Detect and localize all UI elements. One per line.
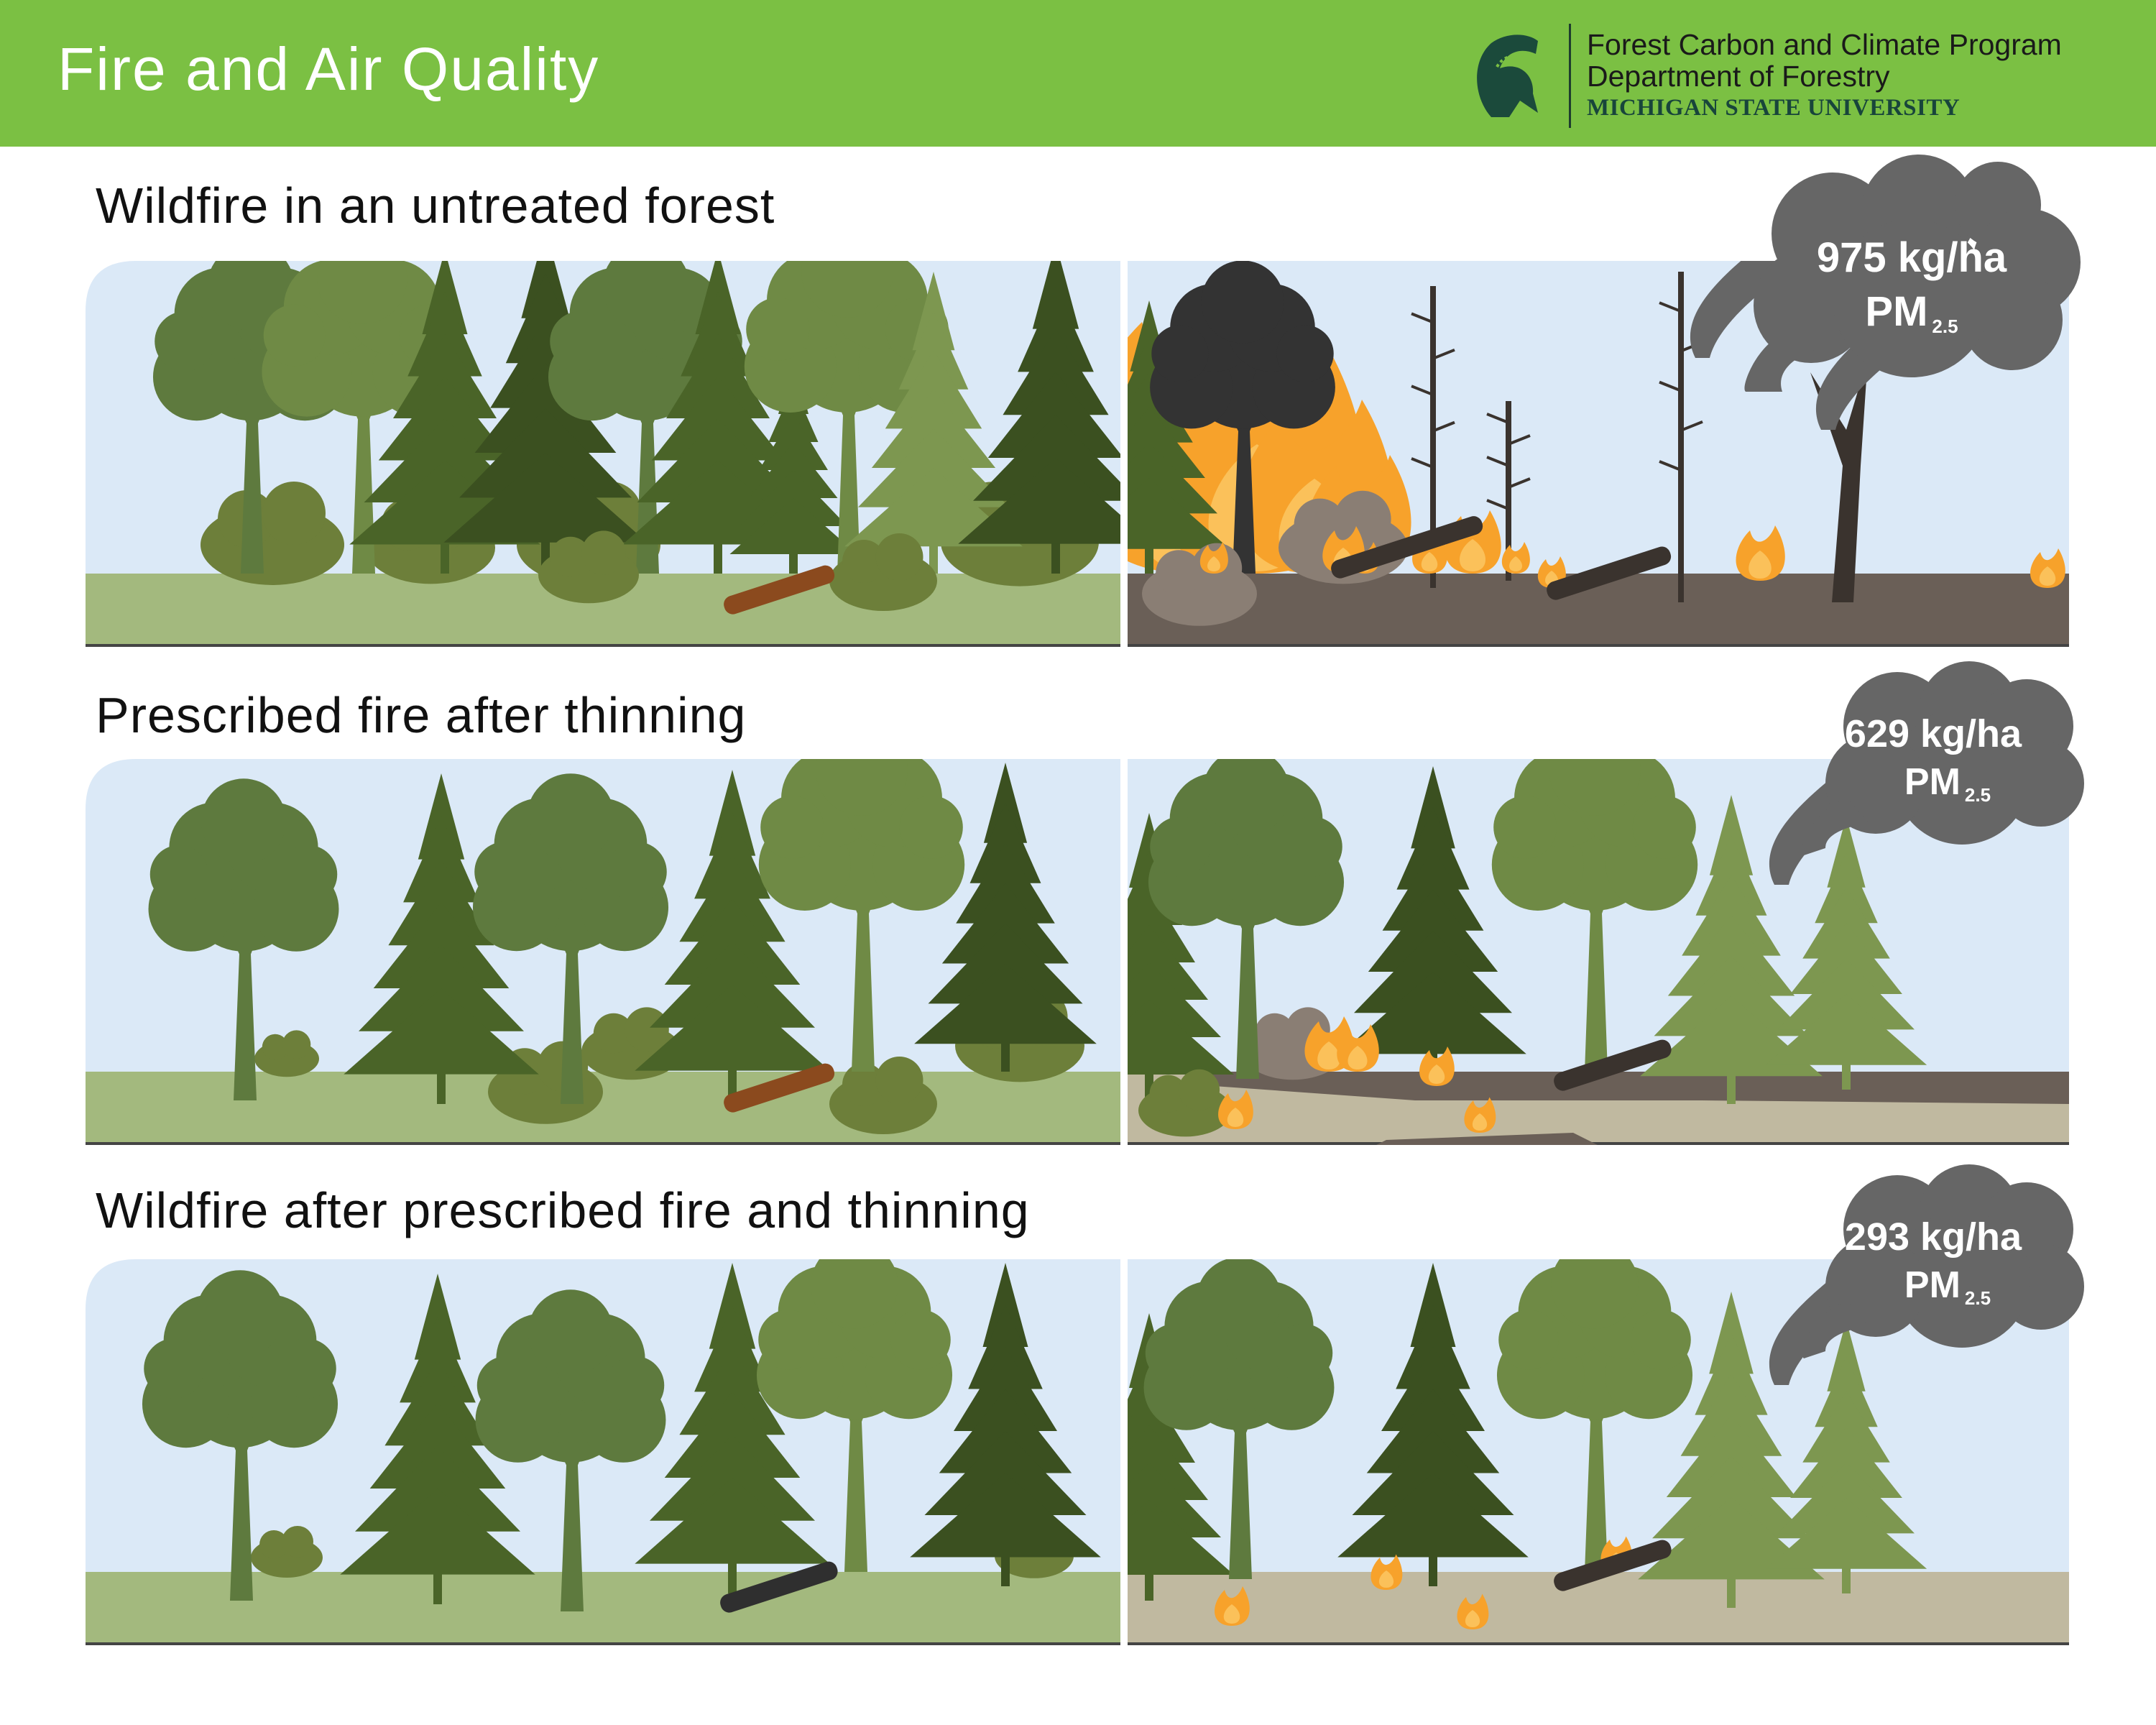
fallen-log-icon [1547, 546, 1672, 600]
pollutant-name: PM [1865, 288, 1928, 335]
forest-scene [86, 261, 1120, 647]
deciduous-tree-icon [475, 1289, 666, 1611]
page-title: Fire and Air Quality [57, 35, 600, 103]
conifer-tree-icon [1128, 813, 1234, 1100]
pollutant-name: PM [1904, 761, 1961, 803]
university-name: MICHIGAN STATE UNIVERSITY [1587, 95, 1961, 121]
conifer-tree-icon [1765, 816, 1927, 1090]
bush-icon [251, 1526, 323, 1578]
bush-icon [254, 1030, 319, 1077]
emission-value: 293 kg/ha [1844, 1215, 2022, 1259]
deciduous-tree-icon [472, 773, 669, 1104]
fallen-log-icon [720, 1561, 838, 1613]
ground [86, 1072, 1120, 1145]
fallen-log-icon [1331, 516, 1483, 579]
section-title-after-treatment: Wildfire after prescribed fire and thinn… [96, 1182, 1030, 1238]
forest-scene [86, 759, 1120, 1145]
smoke-cloud-icon [1744, 155, 2081, 392]
bush-icon [829, 533, 937, 611]
smoke-cloud-icon [1802, 1164, 2084, 1358]
dead-tree-icon [1810, 358, 1868, 602]
logo-divider [1569, 24, 1571, 128]
fallen-log-icon [724, 1063, 835, 1113]
burnt-patch [1199, 1072, 2069, 1104]
conifer-tree-icon [914, 763, 1097, 1072]
header-banner: Fire and Air Quality Forest Carbon and C… [0, 0, 2156, 147]
conifer-tree-icon [1337, 1263, 1529, 1586]
ground-line [1128, 1142, 2069, 1145]
flame-icon [1501, 542, 1530, 574]
bush-icon [1138, 1069, 1232, 1137]
conifer-tree-icon [910, 1263, 1101, 1586]
conifer-tree-icon [344, 773, 539, 1104]
pollutant-subscript: 2.5 [1964, 784, 1991, 806]
flame-icon [1457, 1593, 1489, 1629]
smoke-plume [1690, 261, 1805, 358]
deciduous-tree-icon [1143, 1259, 1335, 1579]
section-title-prescribed: Prescribed fire after thinning [96, 687, 747, 743]
program-name: Forest Carbon and Climate Program [1587, 28, 2062, 61]
fallen-log-icon [1554, 1540, 1672, 1591]
fallen-log-icon [1554, 1039, 1672, 1091]
untreated-forest-wildfire-panel [1128, 261, 2069, 647]
forest-scene [86, 1259, 1120, 1645]
conifer-tree-icon [340, 1274, 535, 1604]
section-title-untreated: Wildfire in an untreated forest [96, 178, 775, 234]
deciduous-tree-icon [758, 759, 965, 1072]
deciduous-tree-icon [1491, 759, 1698, 1072]
forest-scene [1128, 261, 2069, 647]
ground-line [86, 644, 1120, 647]
spartan-helmet-icon [1477, 34, 1538, 117]
conifer-tree-icon [958, 261, 1120, 574]
deciduous-tree-icon [142, 1270, 338, 1601]
ground-line [1128, 644, 2069, 647]
treated-forest-before-panel [86, 1259, 1120, 1645]
flame-icon [1215, 1586, 1250, 1626]
conifer-tree-icon [1340, 766, 1526, 1082]
deciduous-tree-icon [1496, 1259, 1693, 1572]
ground [86, 1572, 1120, 1645]
untreated-forest-before-panel [86, 261, 1120, 647]
deciduous-tree-icon [1148, 759, 1345, 1079]
ground-line [86, 1642, 1120, 1645]
fallen-log-icon [724, 565, 835, 615]
flame-icon [1199, 542, 1228, 574]
pollutant-subscript: 2.5 [1964, 1287, 1991, 1309]
deciduous-tree-icon [1150, 261, 1335, 574]
ground [1128, 1572, 2069, 1645]
flame-icon [1370, 1554, 1403, 1590]
pollutant-name: PM [1904, 1264, 1961, 1306]
bush-icon [538, 530, 639, 604]
deciduous-tree-icon [148, 778, 339, 1100]
thinned-forest-before-panel [86, 759, 1120, 1145]
conifer-tree-icon [1765, 1320, 1927, 1593]
ground-line [1128, 1642, 2069, 1645]
conifer-tree-icon [635, 1263, 830, 1593]
conifer-tree-icon [635, 770, 830, 1100]
ground-line [86, 1142, 1120, 1145]
emission-value: 629 kg/ha [1844, 712, 2022, 755]
flame-icon [1464, 1097, 1496, 1133]
smoke-cloud-icon [1802, 661, 2084, 855]
treated-forest-wildfire-panel [1128, 1259, 2069, 1645]
flame-icon [1419, 1046, 1455, 1086]
pollutant-subscript: 2.5 [1932, 316, 1958, 337]
department-name: Department of Forestry [1587, 60, 1890, 93]
emission-value: 975 kg/ha [1816, 234, 2007, 281]
forest-scene [1128, 1259, 2069, 1645]
flame-icon [1337, 1024, 1379, 1072]
burnt-patch [1376, 1133, 1598, 1145]
flame-icon [1218, 1090, 1253, 1129]
bush-icon [829, 1057, 937, 1134]
deciduous-tree-icon [756, 1259, 953, 1572]
flame-icon [1736, 525, 1785, 581]
flame-icon [2030, 548, 2065, 588]
deciduous-tree-icon [744, 261, 951, 574]
